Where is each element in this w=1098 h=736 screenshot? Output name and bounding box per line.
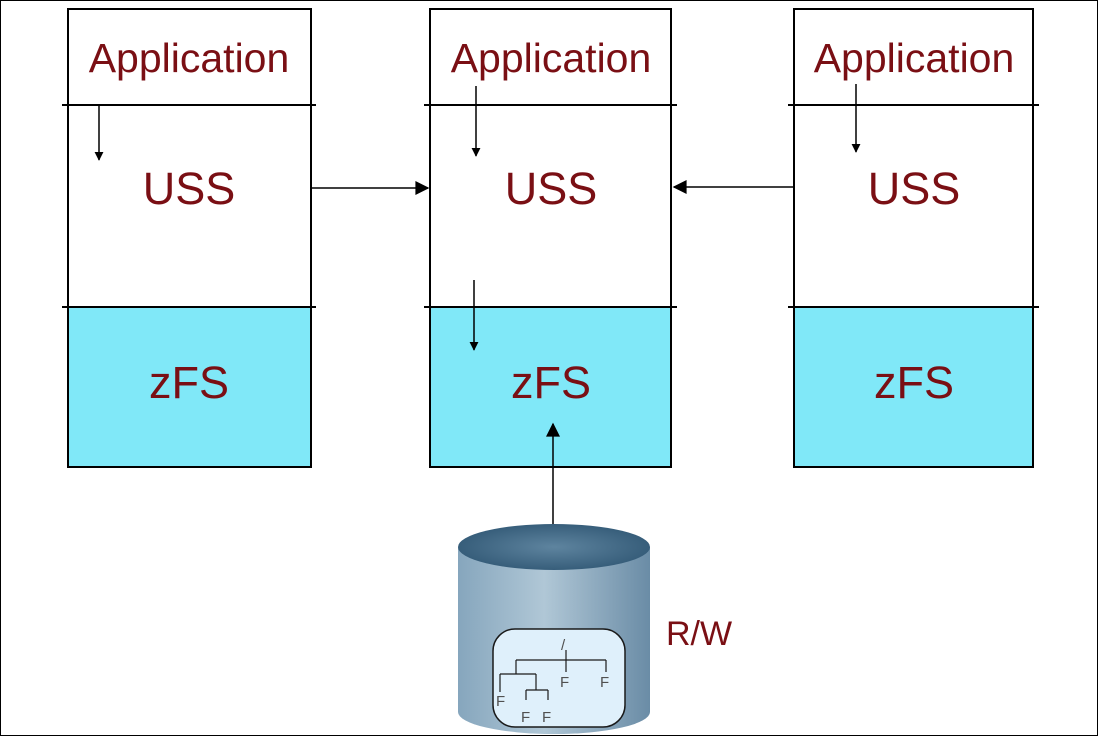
tree-leaf-label: F: [600, 674, 609, 691]
system-2-application-label: Application: [451, 35, 652, 81]
tree-root-label: /: [561, 637, 566, 654]
system-1-zfs-label: zFS: [149, 357, 229, 408]
tree-leaf-label: F: [496, 693, 505, 710]
system-1: Application USS zFS: [62, 8, 316, 468]
tree-leaf-label: F: [560, 674, 569, 691]
tree-leaf-label: F: [521, 709, 530, 726]
system-2-uss-label: USS: [505, 163, 598, 214]
system-3-uss-label: USS: [868, 163, 961, 214]
file-tree-panel: [492, 628, 626, 728]
system-3: Application USS zFS: [788, 8, 1039, 468]
system-2: Application USS zFS: [424, 8, 677, 468]
cylinder-top: [458, 524, 650, 570]
system-3-zfs-box: [794, 308, 1033, 468]
dataset-cylinder: / F F F F F: [458, 524, 650, 734]
file-tree: [499, 650, 607, 700]
system-2-zfs-label: zFS: [511, 357, 591, 408]
system-3-application-label: Application: [814, 35, 1015, 81]
system-1-zfs-box: [68, 308, 311, 468]
access-mode-label: R/W: [666, 615, 732, 653]
tree-leaf-label: F: [542, 709, 551, 726]
system-1-application-label: Application: [89, 35, 290, 81]
system-3-zfs-label: zFS: [874, 357, 954, 408]
system-1-uss-label: USS: [143, 163, 236, 214]
